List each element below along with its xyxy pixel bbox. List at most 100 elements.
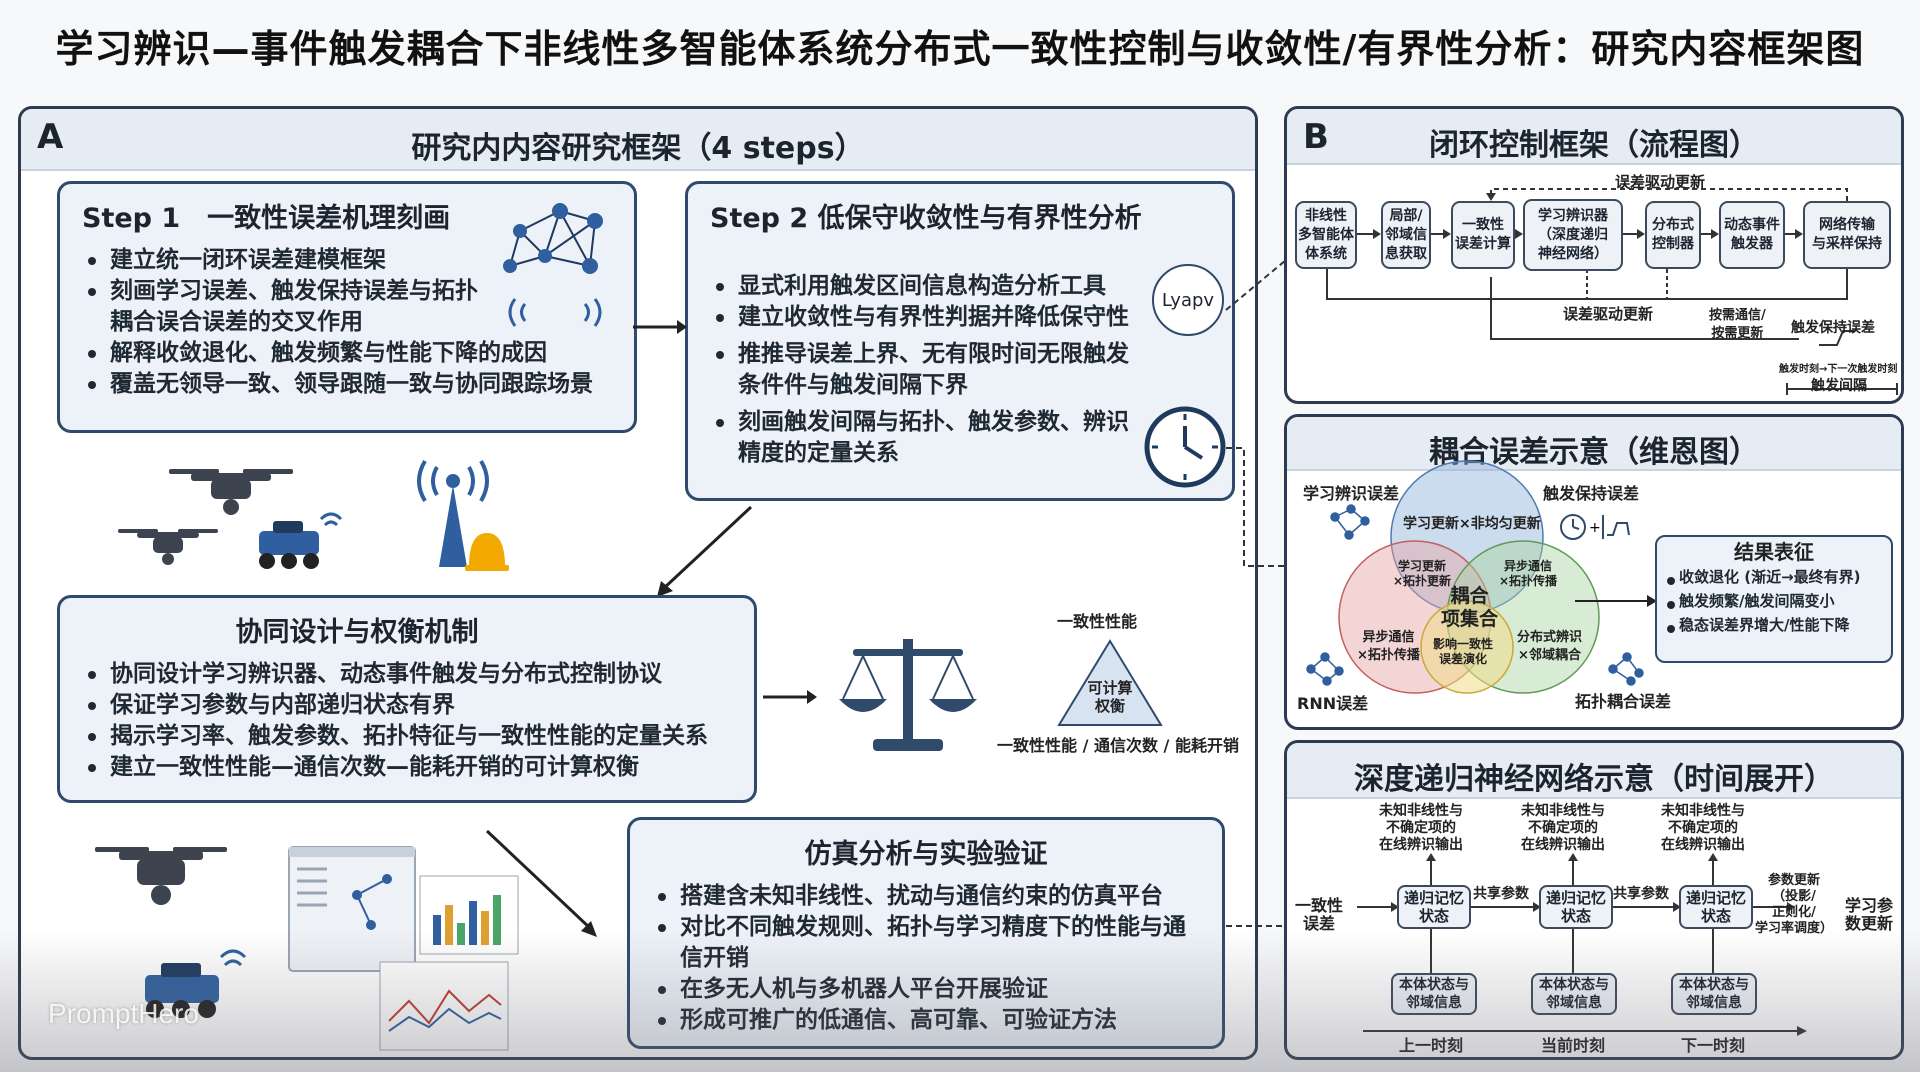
cooperative-title: 协同设计与权衡机制 (235, 617, 479, 648)
rnn-top-label: 未知非线性与 不确定项的 在线辨识输出 (1521, 803, 1605, 853)
line-chart-thumb (379, 961, 509, 1051)
panel-b-header: B 闭环控制框架（流程图） (1287, 109, 1901, 165)
rnn-error-label: RNN误差 (1297, 694, 1369, 713)
flow-box-controller: 分布式 控制器 (1645, 201, 1701, 269)
step2-item: 推推导误差上界、无有限时间无限触发条件件与触发间隔下界 (710, 339, 1134, 401)
rnn-cell: 递归记忆 状态 (1539, 885, 1613, 929)
panel-a: A 研究内内容研究框架（4 steps） Step 1 一致性误差机理刻画 建立… (18, 106, 1258, 1060)
flow-box-network: 网络传输 与采样保持 (1803, 201, 1891, 269)
panel-a-header: A 研究内内容研究框架（4 steps） (21, 109, 1255, 171)
venn-right-bottom-label: 分布式辨识 ×邻域耦合 (1517, 630, 1583, 663)
simulation-item: 形成可推广的低通信、高可靠、可验证方法 (652, 1005, 1208, 1036)
venn-center-bottom-label: 影响一致性 误差演化 (1433, 637, 1494, 666)
venn-header: 耦合误差示意（维恩图） (1287, 417, 1901, 471)
rnn-input-box: 本体状态与 邻域信息 (1671, 973, 1757, 1015)
step2-box: Step 2 低保守收敛性与有界性分析 显式利用触发区间信息构造分析工具 建立收… (685, 181, 1235, 501)
panel-b: B 闭环控制框架（流程图） 误差驱动更新 非线性 多智能体 体系统 局部/ 邻域… (1284, 106, 1904, 404)
arrow-step1-step2 (633, 320, 687, 334)
panel-b-letter: B (1303, 117, 1329, 157)
venn-left-bottom-label: 异步通信 ×拓扑传播 (1357, 630, 1420, 663)
share-param-label: 共享参数 (1613, 886, 1669, 902)
hold-error-label-venn: 触发保持误差 (1543, 484, 1640, 503)
dashboard-screen-icon (288, 846, 416, 972)
simulation-item: 对比不同触发规则、拓扑与学习精度下的性能与通信开销 (652, 912, 1208, 974)
arrow-cooperative-scale (763, 690, 817, 704)
drone-icon (169, 469, 293, 515)
rnn-lines (1357, 853, 1807, 1036)
page-title: 学习辨识—事件触发耦合下非线性多智能体系统分布式一致性控制与收敛性/有界性分析：… (55, 27, 1865, 71)
cooperative-item: 揭示学习率、触发参数、拓扑特征与一致性性能的定量关系 (82, 721, 740, 752)
dashed-connectors (1225, 259, 1287, 927)
signal-waves-icon (508, 298, 602, 327)
robot-vehicle-icon (259, 512, 343, 569)
flow-box-info: 局部/ 邻域信 息获取 (1381, 201, 1431, 269)
rnn-input-label: 一致性 误差 (1295, 896, 1344, 933)
flow-box-error: 一致性 误差计算 (1451, 201, 1515, 269)
hold-error-label: 触发保持误差 (1791, 320, 1875, 336)
top-loop-label: 误差驱动更新 (1615, 173, 1706, 191)
interval-label: 触发间隔 (1811, 378, 1867, 394)
antenna-alert-icon (417, 459, 509, 571)
bar-chart-thumb (419, 875, 519, 955)
cooperative-item: 保证学习参数与内部递归状态有界 (82, 690, 740, 721)
time-label-current: 当前时刻 (1541, 1036, 1606, 1055)
step2-item: 显式利用触发区间信息构造分析工具 (710, 271, 1134, 302)
param-update-label: 参数更新 （投影/ 正则化/ 学习率调度） (1755, 873, 1834, 936)
learn-error-label: 学习辨识误差 (1303, 484, 1400, 503)
clock-icon (1144, 406, 1226, 488)
step1-item: 刻画学习误差、触发保持误差与拓扑耦合误合误差的交叉作用 (82, 276, 486, 338)
flow-box-system: 非线性 多智能体 体系统 (1295, 201, 1357, 269)
arrow-step2-cooperative (657, 505, 753, 597)
flow-box-trigger: 动态事件 触发器 (1719, 201, 1785, 269)
step1-item: 解释收敛退化、触发频繁与性能下降的成因 (82, 338, 602, 369)
on-demand-label: 按需通信/ 按需更新 (1709, 308, 1766, 341)
venn-panel: 耦合误差示意（维恩图） + 学习辨识误差 触发保持误差 RNN误差 拓扑耦合误差… (1284, 414, 1904, 730)
simulation-title: 仿真分析与实验验证 (804, 839, 1048, 870)
result-box: 结果表征 收敛退化 (渐近→最终有界) 触发频繁/触发间隔变小 稳态误差界增大/… (1655, 535, 1893, 663)
venn-left-mid-label: 学习更新 ×拓扑更新 (1393, 559, 1452, 588)
drone-large-icon (95, 847, 227, 905)
watermark: PromptHero (48, 998, 199, 1029)
rnn-output-label: 学习参 数更新 (1845, 896, 1894, 933)
triangle-bottom-label: 一致性性能 / 通信次数 / 能耗开销 (997, 736, 1239, 755)
panel-a-letter: A (37, 117, 64, 157)
step1-item: 覆盖无领导一致、领导跟随一致与协同跟踪场景 (82, 369, 622, 400)
cooperative-box: 协同设计与权衡机制 协同设计学习辨识器、动态事件触发与分布式控制协议 保证学习参… (57, 595, 757, 803)
step2-item: 刻画触发间隔与拓扑、触发参数、辨识精度的定量关系 (710, 407, 1134, 469)
time-label-next: 下一时刻 (1681, 1036, 1746, 1055)
rnn-header: 深度递归神经网络示意（时间展开） (1287, 743, 1901, 799)
result-item: 收敛退化 (渐近→最终有界) (1661, 565, 1887, 589)
venn-diagram: + (1306, 460, 1657, 694)
panel-b-title: 闭环控制框架（流程图） (1429, 128, 1759, 163)
rnn-cell: 递归记忆 状态 (1397, 885, 1471, 929)
bottom-loop-label: 误差驱动更新 (1563, 305, 1654, 323)
robot-vehicle-small-icon (145, 949, 247, 1018)
step1-title: Step 1 一致性误差机理刻画 (82, 203, 451, 234)
share-param-label: 共享参数 (1473, 886, 1529, 902)
rnn-title: 深度递归神经网络示意（时间展开） (1354, 762, 1834, 797)
rnn-top-label: 未知非线性与 不确定项的 在线辨识输出 (1379, 803, 1463, 853)
triangle-center-label: 可计算 权衡 (1087, 679, 1133, 715)
rnn-input-box: 本体状态与 邻域信息 (1531, 973, 1617, 1015)
venn-center-label: 耦合 项集合 (1441, 585, 1499, 630)
step2-title: Step 2 低保守收敛性与有界性分析 (710, 203, 1142, 234)
cooperative-item: 建立一致性性能—通信次数—能耗开销的可计算权衡 (82, 752, 740, 783)
tradeoff-triangle (1057, 639, 1163, 726)
rnn-top-label: 未知非线性与 不确定项的 在线辨识输出 (1661, 803, 1745, 853)
step1-item: 建立统一闭环误差建模框架 (82, 245, 486, 276)
time-label-prev: 上一时刻 (1399, 1036, 1464, 1055)
drone-small-icon (118, 529, 218, 565)
simulation-box: 仿真分析与实验验证 搭建含未知非线性、扰动与通信约束的仿真平台 对比不同触发规则… (627, 817, 1225, 1049)
triangle-top-label: 一致性性能 (1057, 612, 1138, 631)
lyapunov-badge: Lyapv (1152, 264, 1224, 336)
venn-title: 耦合误差示意（维恩图） (1429, 435, 1759, 470)
result-item: 触发频繁/触发间隔变小 (1661, 589, 1887, 613)
rnn-cell: 递归记忆 状态 (1679, 885, 1753, 929)
rnn-input-box: 本体状态与 邻域信息 (1391, 973, 1477, 1015)
flow-box-learner: 学习辨识器 （深度递归 神经网络） (1523, 199, 1623, 271)
simulation-item: 搭建含未知非线性、扰动与通信约束的仿真平台 (652, 881, 1208, 912)
simulation-item: 在多无人机与多机器人平台开展验证 (652, 974, 1208, 1005)
arrow-to-simulation (485, 829, 597, 937)
rnn-panel: 深度递归神经网络示意（时间展开） 一致性 误差 学习参 数更新 未知非线性与 不… (1284, 740, 1904, 1060)
cooperative-item: 协同设计学习辨识器、动态事件触发与分布式控制协议 (82, 659, 740, 690)
